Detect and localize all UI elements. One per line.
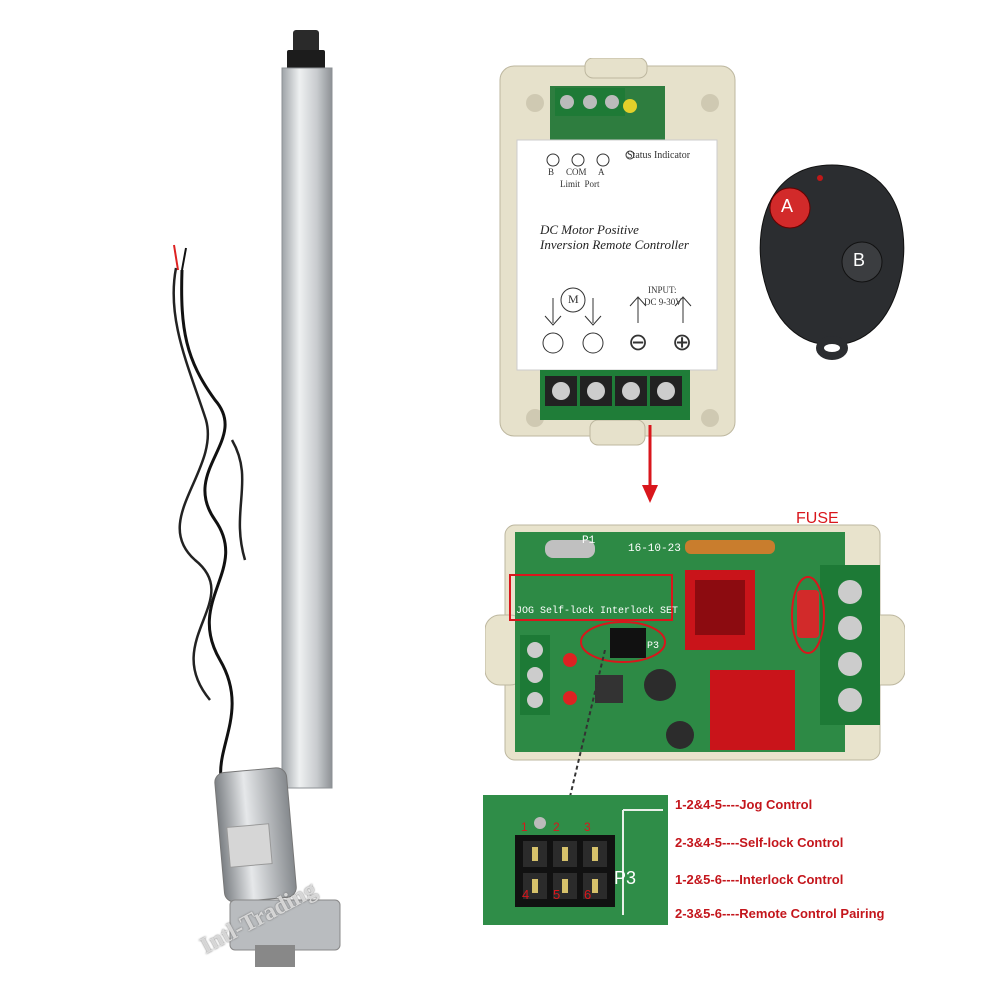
pcb-board — [485, 524, 905, 761]
input-label: INPUT: — [648, 285, 677, 295]
limit-a-label: A — [598, 167, 605, 177]
limit-b-label: B — [548, 167, 555, 177]
jumper-label-self-lock: Self-lock — [540, 606, 595, 617]
date-code: 16-10-23 — [628, 543, 681, 555]
minus-terminal-icon: ⊖ — [628, 329, 649, 356]
plus-terminal-icon: ⊕ — [672, 329, 693, 356]
controller-title-line1: DC Motor Positive — [540, 222, 639, 237]
pin-function-self-lock: 2-3&4-5----Self-lock Control — [675, 835, 844, 850]
status-indicator-label: Status Indicator — [627, 150, 691, 161]
input-voltage: DC 9-30V — [644, 297, 682, 307]
p3-closeup — [483, 795, 668, 925]
fuse-label: FUSE — [796, 510, 839, 527]
pin-function-pairing: 2-3&5-6----Remote Control Pairing — [675, 906, 885, 921]
motor-symbol: M — [568, 292, 579, 306]
pin-2-label: 2 — [553, 820, 560, 834]
controller-title-line2: Inversion Remote Controller — [540, 237, 689, 252]
jumper-label-row: JOG Self-lock Interlock SET — [516, 606, 678, 617]
pointer-line — [567, 650, 606, 806]
jumper-label-interlock: Interlock — [600, 606, 655, 617]
pin-5-label: 5 — [553, 887, 561, 902]
p3-closeup-label: P3 — [614, 868, 637, 888]
linear-actuator — [172, 30, 341, 967]
p1-label: P1 — [582, 535, 596, 547]
controller-enclosure — [499, 58, 736, 446]
remote-button-b[interactable]: B — [853, 250, 866, 270]
pin-function-jog: 1-2&4-5----Jog Control — [675, 797, 813, 812]
pin-1-label: 1 — [521, 820, 528, 834]
pin-4-label: 4 — [522, 887, 530, 902]
remote-fob — [759, 164, 905, 360]
pin-function-interlock: 1-2&5-6----Interlock Control — [675, 872, 844, 887]
pin-6-label: 6 — [584, 887, 592, 902]
jumper-label-jog: JOG — [516, 606, 535, 617]
down-arrow-icon — [642, 425, 658, 503]
jumper-label-set: SET — [660, 606, 679, 617]
limit-com-label: COM — [566, 167, 587, 177]
remote-button-a[interactable]: A — [781, 196, 794, 216]
limit-port-label: Limit Port — [560, 179, 600, 189]
p3-board-label: P3 — [647, 641, 660, 652]
pin-3-label: 3 — [584, 820, 591, 834]
